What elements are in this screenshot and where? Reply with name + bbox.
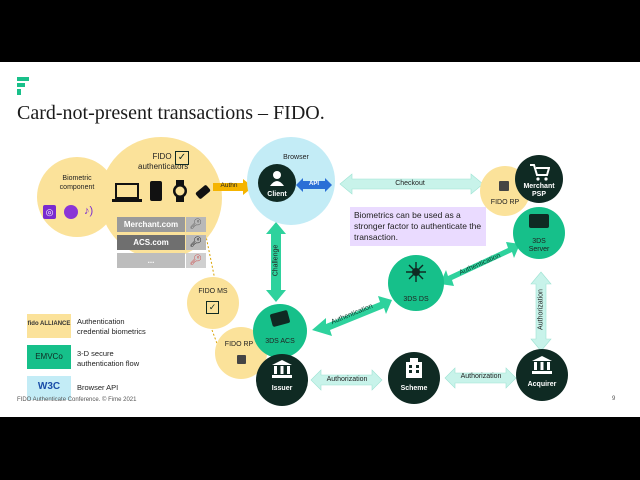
auth-arrow-left bbox=[312, 296, 392, 336]
network-icon bbox=[406, 262, 426, 282]
voice-icon: ♪) bbox=[84, 205, 94, 217]
key-list-item: Merchant.com bbox=[117, 217, 185, 232]
fido-authenticators-label: FIDO authenticators bbox=[138, 152, 189, 171]
fido-ms-node bbox=[187, 277, 239, 329]
key-icon: 🔑︎ bbox=[186, 217, 206, 232]
server-icon bbox=[529, 214, 549, 228]
emvco-logo-text: EMVCo bbox=[35, 352, 63, 361]
key-list-item: ACS.com bbox=[117, 235, 185, 250]
fingerprint-icon: ◎ bbox=[43, 205, 56, 219]
3ds-acs-label: 3DS ACS bbox=[265, 338, 295, 345]
footer-text: FIDO Authenticate Conference. © Fime 202… bbox=[17, 397, 137, 403]
callout-box: Biometrics can be used as a stronger fac… bbox=[350, 207, 486, 246]
3ds-server-label: 3DS Server bbox=[528, 238, 550, 253]
fime-logo-icon bbox=[17, 77, 29, 95]
page-title: Card-not-present transactions – FIDO. bbox=[17, 102, 325, 124]
authorization-arrow-left bbox=[310, 369, 383, 391]
page-number: 9 bbox=[612, 396, 616, 402]
face-icon bbox=[64, 205, 78, 219]
authorization-label-right: Authorization bbox=[460, 373, 502, 380]
authorization-label-left: Authorization bbox=[326, 376, 368, 383]
auth-arrow-right bbox=[440, 242, 520, 286]
dashed-link-ms-rp bbox=[211, 329, 223, 358]
key-list-item: ... bbox=[117, 253, 185, 268]
usb-key-icon bbox=[195, 185, 211, 199]
fido-rp-top-label: FIDO RP bbox=[490, 199, 520, 206]
challenge-arrow bbox=[266, 222, 286, 302]
w3c-logo-text: W3C bbox=[37, 381, 61, 392]
connectors bbox=[199, 173, 552, 391]
checkbox-icon: ✓ bbox=[175, 151, 189, 165]
fido-ms-label: FIDO MS bbox=[198, 288, 228, 295]
watch-icon bbox=[173, 180, 187, 202]
fido-logo-text: fido ALLIANCE bbox=[27, 321, 71, 327]
3ds-ds-label: 3DS DS bbox=[403, 296, 429, 303]
legend-fido-text: Authentication credential biometrics bbox=[77, 317, 146, 336]
bank-icon bbox=[272, 360, 292, 378]
fido-rp-bottom-label: FIDO RP bbox=[224, 341, 254, 348]
bank-icon bbox=[532, 356, 552, 374]
cart-icon bbox=[530, 164, 550, 181]
challenge-label: Challenge bbox=[272, 244, 280, 277]
merchant-psp-label: Merchant PSP bbox=[523, 183, 555, 198]
api-arrow bbox=[296, 178, 332, 192]
authn-arrow bbox=[213, 179, 253, 195]
key-icon: 🔑︎ bbox=[186, 235, 206, 250]
authn-label: Authn bbox=[220, 182, 238, 189]
checkout-label: Checkout bbox=[395, 180, 425, 187]
authorization-label-vertical: Authorization bbox=[537, 289, 545, 330]
legend-emvco-text: 3-D secure authentication flow bbox=[77, 349, 140, 368]
legend-w3c-text: Browser API bbox=[77, 383, 119, 392]
client-label: Client bbox=[267, 191, 287, 198]
browser-label: Browser bbox=[283, 154, 309, 161]
lock-icon bbox=[499, 181, 509, 191]
user-icon bbox=[270, 171, 284, 186]
fido-alliance-logo: fido ALLIANCE bbox=[27, 314, 71, 338]
laptop-icon bbox=[112, 183, 142, 202]
key-icon: 🔑︎ bbox=[186, 253, 206, 268]
scheme-label: Scheme bbox=[400, 385, 428, 392]
checkbox-icon: ✓ bbox=[206, 301, 219, 314]
issuer-label: Issuer bbox=[271, 385, 293, 392]
acquirer-label: Acquirer bbox=[527, 381, 557, 388]
lock-icon bbox=[237, 355, 246, 364]
emvco-logo: EMVCo bbox=[27, 345, 71, 369]
api-label: API bbox=[308, 181, 319, 187]
w3c-logo: W3C bbox=[27, 376, 71, 400]
building-icon bbox=[406, 358, 422, 378]
slide: Card-not-present transactions – FIDO. Ch… bbox=[0, 62, 640, 417]
phone-icon bbox=[150, 181, 162, 201]
biometric-label: Biometric component bbox=[59, 175, 95, 191]
